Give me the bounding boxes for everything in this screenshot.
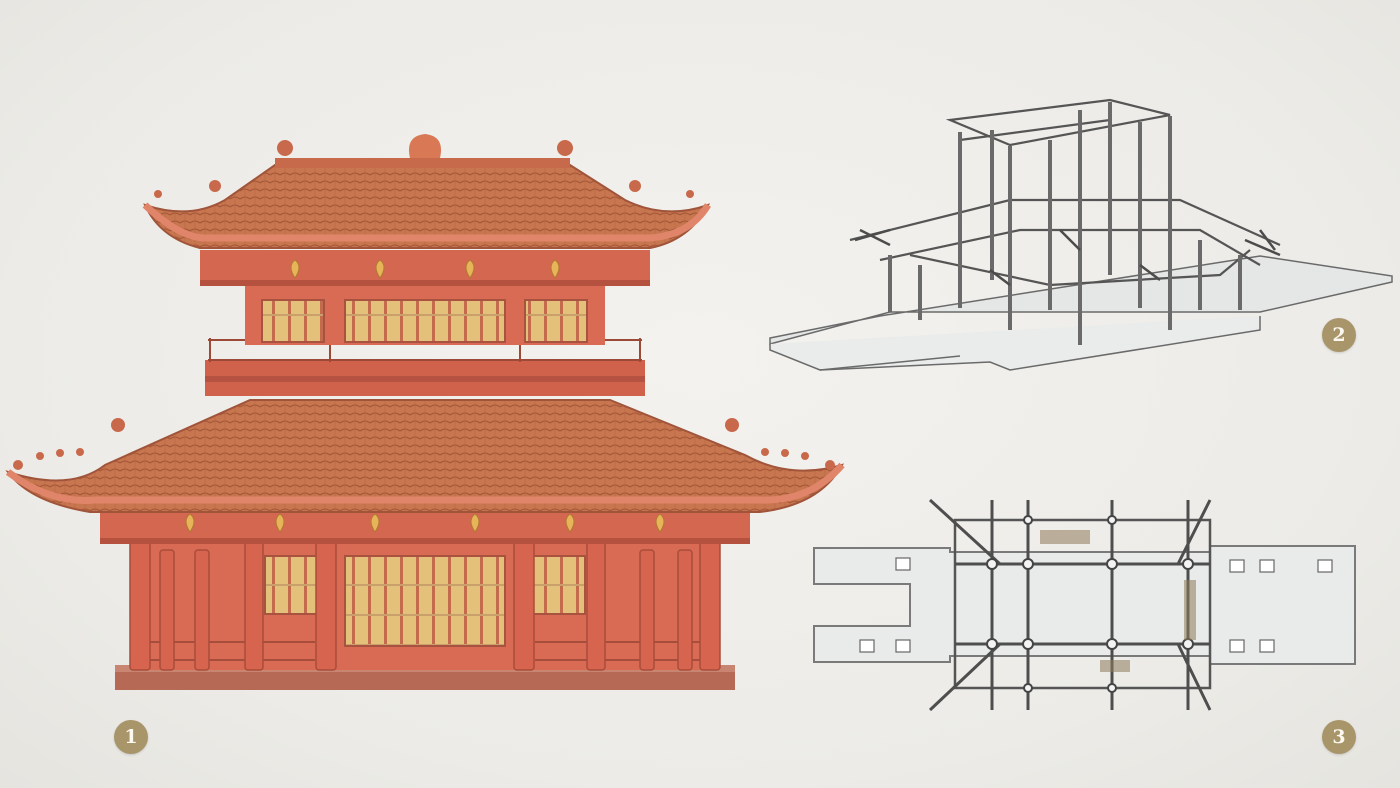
plan-drawing [813, 498, 1356, 712]
central-hall [953, 518, 1212, 690]
ridge [275, 158, 570, 168]
upper-ornament-row [290, 259, 560, 279]
ridge-ornament [409, 134, 441, 158]
badge-1: 1 [114, 720, 148, 754]
lower-roof [5, 399, 845, 513]
lower-roof-finials [13, 418, 835, 470]
ground-columns [129, 539, 721, 671]
lower-ornament-row [185, 513, 665, 533]
badge-3: 3 [1322, 720, 1356, 754]
pavilion-render [0, 120, 860, 710]
room-markers [859, 557, 1333, 653]
brackets [854, 228, 1281, 286]
upper-roof [143, 164, 711, 249]
column-bases [986, 515, 1194, 693]
floor-plan [800, 480, 1370, 720]
platform [115, 670, 735, 690]
badge-2: 2 [1322, 318, 1356, 352]
lower-bracket-band [100, 508, 750, 542]
frame-axonometric [760, 80, 1400, 390]
main-door [344, 555, 506, 647]
axonometric-drawing [769, 98, 1393, 371]
texture-marks [1040, 530, 1196, 672]
upper-roof-finials [154, 134, 694, 198]
pavilion-drawing [5, 134, 845, 690]
ground-railing [150, 641, 700, 661]
frame-members [849, 98, 1281, 287]
posts [888, 102, 1242, 345]
